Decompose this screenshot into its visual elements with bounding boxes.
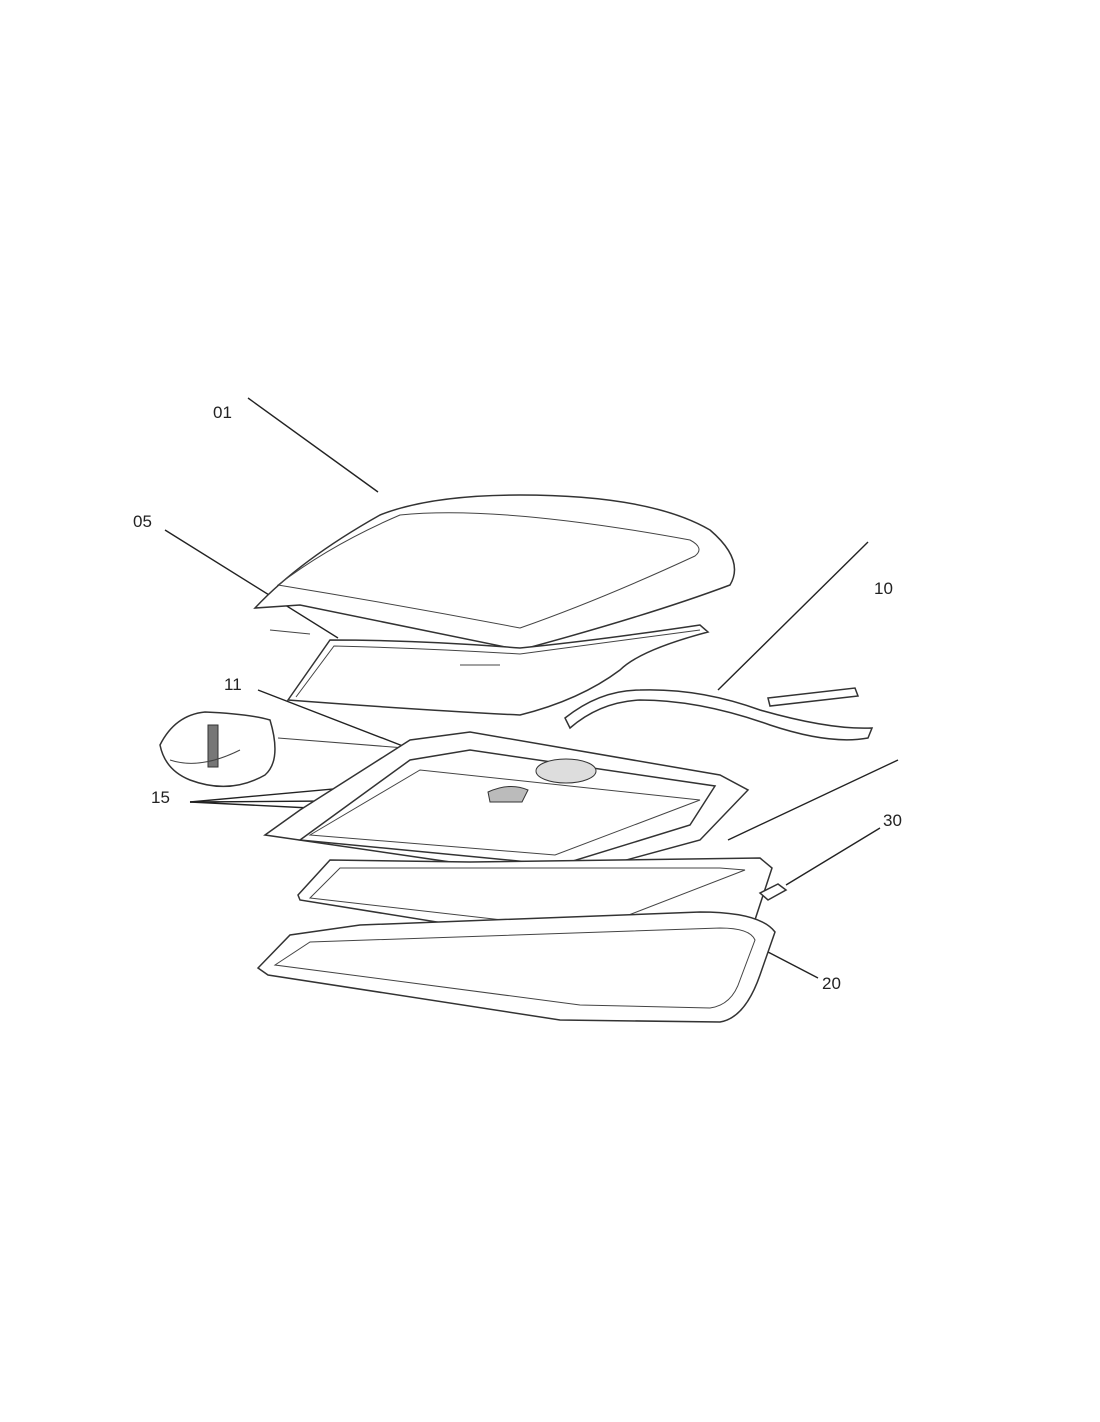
leader-30: [785, 827, 881, 886]
callout-10: 10: [874, 579, 893, 598]
leader-20: [767, 951, 819, 979]
callout-20: 20: [822, 974, 841, 993]
callout-30: 30: [883, 811, 902, 830]
part-05-gasket: [269, 624, 710, 716]
leader-11: [257, 689, 409, 749]
callout-15: 15: [151, 788, 170, 807]
callout-01: 01: [213, 403, 232, 422]
leader-01: [247, 397, 379, 493]
part-10-arm: [564, 687, 874, 741]
leader-15c: [189, 801, 311, 809]
part-01-dome: [253, 494, 736, 651]
part-11-detail: [159, 711, 276, 788]
leader-10: [717, 541, 869, 691]
callout-05: 05: [133, 512, 152, 531]
callout-11: 11: [224, 675, 242, 694]
leader-05: [164, 529, 339, 639]
part-20-trim-frame: [256, 911, 776, 1023]
part-15-inner-frame: [263, 731, 750, 879]
part-30-clip: [758, 883, 788, 901]
leader-frame: [727, 759, 899, 841]
